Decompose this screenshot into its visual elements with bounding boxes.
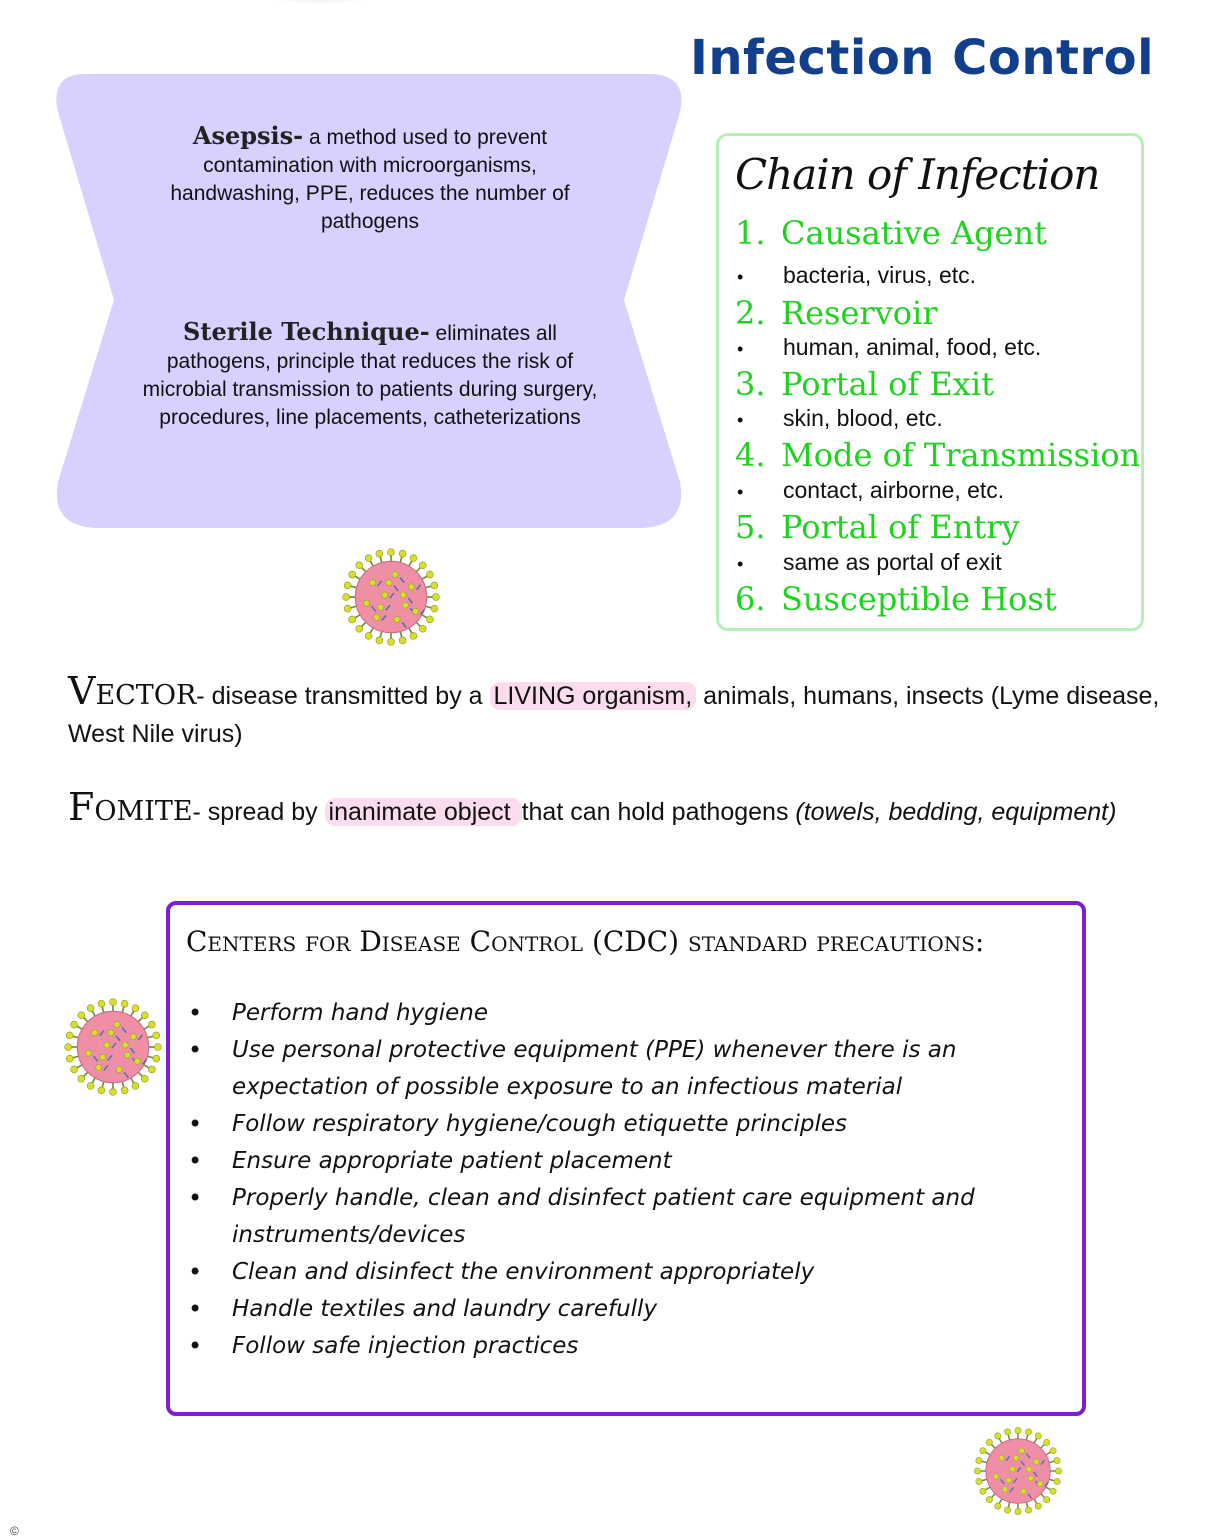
list-item: •Clean and disinfect the environment app…	[188, 1258, 815, 1286]
cdc-title: Centers for Disease Control (CDC) standa…	[186, 925, 985, 958]
chain-detail-2: •human, animal, food, etc.	[737, 334, 1042, 360]
virus-icon	[342, 548, 440, 646]
chain-detail-1: •bacteria, virus, etc.	[737, 262, 977, 288]
list-item: •Follow safe injection practices	[188, 1332, 579, 1360]
list-item: •Use personal protective equipment (PPE)…	[188, 1036, 957, 1100]
chain-title: Chain of Infection	[735, 150, 1100, 199]
cdc-precautions-list: •Perform hand hygiene •Use personal prot…	[186, 995, 1066, 1365]
sterile-technique-definition: Sterile Technique- eliminates all pathog…	[130, 318, 610, 432]
chain-step-4: 4.Mode of Transmission	[735, 436, 1141, 474]
vector-definition: Vector- disease transmitted by a LIVING …	[68, 669, 1160, 748]
sterile-term: Sterile Technique-	[183, 317, 430, 346]
fomite-term: Fomite	[68, 785, 193, 829]
list-item: •Perform hand hygiene	[188, 999, 489, 1027]
chain-detail-4: •contact, airborne, etc.	[737, 477, 1005, 503]
asepsis-term: Asepsis-	[192, 121, 304, 150]
chain-of-infection-box: Chain of Infection 1.Causative Agent •ba…	[716, 133, 1144, 631]
cdc-precautions-box: Centers for Disease Control (CDC) standa…	[166, 901, 1086, 1416]
copyright-mark: ©	[10, 1524, 19, 1538]
list-item: •Follow respiratory hygiene/cough etique…	[188, 1110, 848, 1138]
chain-step-3: 3.Portal of Exit	[735, 365, 994, 403]
definitions-hourglass	[56, 74, 682, 528]
fomite-examples: (towels, bedding, equipment)	[795, 798, 1117, 826]
asepsis-text: a method used to prevent contamination w…	[170, 126, 570, 233]
sterile-text: eliminates all pathogens, principle that…	[142, 322, 598, 429]
list-item: •Handle textiles and laundry carefully	[188, 1295, 658, 1323]
vector-highlight: LIVING organism,	[489, 682, 697, 710]
virus-icon	[64, 998, 162, 1096]
chain-step-1: 1.Causative Agent	[735, 214, 1047, 252]
chain-step-6: 6.Susceptible Host	[735, 580, 1057, 618]
chain-detail-3: •skin, blood, etc.	[737, 405, 943, 431]
vector-term: Vector	[68, 669, 197, 713]
virus-icon	[974, 1427, 1062, 1515]
list-item: •Properly handle, clean and disinfect pa…	[188, 1184, 975, 1248]
fomite-definition: Fomite- spread by inanimate object that …	[68, 785, 1117, 829]
top-shadow-artifact	[250, 0, 390, 4]
asepsis-definition: Asepsis- a method used to prevent contam…	[170, 122, 570, 236]
fomite-highlight: inanimate object	[324, 798, 522, 826]
chain-step-2: 2.Reservoir	[735, 294, 938, 332]
chain-detail-5: •same as portal of exit	[737, 549, 1002, 575]
page-title: Infection Control	[690, 30, 1155, 86]
chain-step-5: 5.Portal of Entry	[735, 508, 1020, 546]
list-item: •Ensure appropriate patient placement	[188, 1147, 672, 1175]
